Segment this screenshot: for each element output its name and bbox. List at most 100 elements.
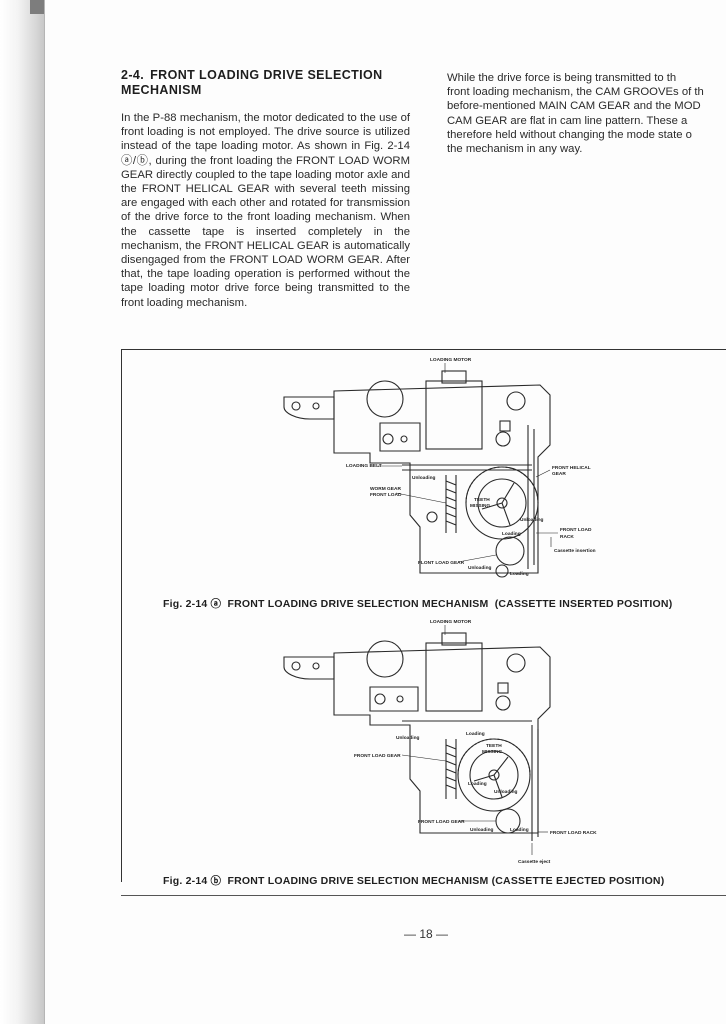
section-title-line2: MECHANISM xyxy=(121,83,202,97)
motor-mount xyxy=(369,686,419,712)
front-helical-gear-hub xyxy=(488,769,500,781)
front-helical-gear-inner xyxy=(469,750,519,800)
motor-pulley xyxy=(506,391,526,411)
label-front-load-rack: FRONT LOAD RACK xyxy=(550,830,597,836)
label-teeth: TEETH xyxy=(474,497,490,503)
gear-spoke xyxy=(481,482,515,526)
body-right-line: While the drive force is being transmitt… xyxy=(447,72,677,84)
figure-b-diagram: LOADING MOTOR Unloading Loading TEETH MI… xyxy=(283,619,597,865)
scan-left-edge xyxy=(0,0,44,1024)
label-unloading-top: Unloading xyxy=(412,475,436,481)
page-number: — 18 — xyxy=(404,927,449,941)
figure-frame xyxy=(121,349,726,882)
figure-bottom-rule xyxy=(121,895,726,896)
pulley xyxy=(366,380,404,418)
left-bracket xyxy=(283,396,335,420)
gear-spoke xyxy=(473,756,509,798)
label-front-load-gear-left: FRONT LOAD GEAR xyxy=(354,753,401,759)
body-right-line: the mechanism in any way. xyxy=(447,143,583,156)
label-front-helical-gear-2: GEAR xyxy=(552,471,566,477)
gear-teeth xyxy=(465,466,539,504)
manual-page xyxy=(44,0,726,1024)
leader xyxy=(395,492,447,504)
label-loading-mid: Loading xyxy=(468,781,487,787)
label-missing: MISSING xyxy=(482,749,503,755)
left-bracket xyxy=(283,656,335,680)
pulley xyxy=(366,640,404,678)
worm-gear xyxy=(445,739,457,799)
figure-a-position: (CASSETTE INSERTED POSITION) xyxy=(494,598,673,610)
idler xyxy=(495,695,511,711)
body-right-line: CAM GEAR are flat in cam line pattern. T… xyxy=(447,114,688,127)
label-rack: RACK xyxy=(560,534,574,540)
label-front-helical-gear: FRONT HELICAL xyxy=(552,465,591,471)
label-front-load-rack: FRONT LOAD xyxy=(560,527,592,533)
mount-hole xyxy=(291,401,301,411)
label-front-load: FRONT LOAD xyxy=(370,492,402,498)
label-unloading-top: Unloading xyxy=(396,735,420,741)
label-front-load-gear-bottom: FRONT LOAD GEAR xyxy=(418,819,465,825)
sensor xyxy=(497,682,509,694)
front-helical-gear-hub xyxy=(496,497,508,509)
body-text-left: In the P-88 mechanism, the motor dedicat… xyxy=(121,112,410,309)
body-right-line: before-mentioned MAIN CAM GEAR and the M… xyxy=(447,100,701,113)
section-heading: 2-4. FRONT LOADING DRIVE SELECTION MECHAN… xyxy=(121,68,421,98)
screw-hole xyxy=(400,435,408,443)
rack xyxy=(531,725,539,841)
motor-cap xyxy=(441,370,467,384)
figure-b-title: FRONT LOADING DRIVE SELECTION MECHANISM xyxy=(227,875,489,887)
figure-a-title: FRONT LOADING DRIVE SELECTION MECHANISM xyxy=(227,598,489,610)
section-title-line1: FRONT LOADING DRIVE SELECTION xyxy=(150,68,383,82)
motor-body xyxy=(425,380,483,450)
motor-body xyxy=(425,642,483,712)
section-number: 2-4. xyxy=(121,68,145,82)
leader xyxy=(535,469,551,478)
small-gear xyxy=(495,564,509,578)
label-unloading-bottom: Unloading xyxy=(470,827,494,833)
worm-gear xyxy=(445,475,457,533)
label-loading-motor: LOADING MOTOR xyxy=(430,357,472,363)
chassis-outline xyxy=(333,384,551,574)
screw-hole xyxy=(382,433,394,445)
label-front-load-gear: FLONT LOAD GEAR xyxy=(418,560,465,566)
label-loading-bottom: Loading xyxy=(510,827,529,833)
mount-hole xyxy=(291,661,301,671)
body-right-line: therefore held without changing the mode… xyxy=(447,128,692,141)
mount-hole xyxy=(312,402,320,410)
rack xyxy=(527,425,535,569)
label-cassette-eject: Cassette eject xyxy=(518,859,551,865)
gear-teeth xyxy=(457,738,531,776)
label-loading-top: Loading xyxy=(466,731,485,737)
label-cassette-insertion: Cassette insertion xyxy=(554,548,596,554)
mount-hole xyxy=(312,662,320,670)
label-unloading-right: Unloading xyxy=(520,517,544,523)
label-worm-gear: WORM GEAR xyxy=(370,486,401,492)
label-loading-belt: LOADING BELT xyxy=(346,463,382,469)
screw-hole xyxy=(396,695,404,703)
chassis-outline xyxy=(333,646,551,834)
motor-cap xyxy=(441,632,467,646)
label-loading-motor: LOADING MOTOR xyxy=(430,619,472,625)
leader xyxy=(457,554,497,563)
figure-a-number: Fig. 2-14 ⓐ xyxy=(163,598,222,610)
label-loading-mid: Loading xyxy=(502,531,521,537)
idler xyxy=(495,431,511,447)
figure-b-number: Fig. 2-14 ⓑ xyxy=(163,875,222,887)
body-right-line: front loading mechanism, the CAM GROOVEs… xyxy=(447,86,704,99)
screw-hole xyxy=(374,693,386,705)
leader xyxy=(401,754,447,762)
label-missing: MISSING xyxy=(470,503,491,509)
figure-b-caption: Fig. 2-14 ⓑ FRONT LOADING DRIVE SELECTIO… xyxy=(163,873,664,888)
body-text-right: While the drive force is being transmitt… xyxy=(447,71,726,161)
sensor xyxy=(499,420,511,432)
label-teeth: TEETH xyxy=(486,743,502,749)
front-helical-gear-inner xyxy=(477,478,527,528)
motor-mount xyxy=(379,422,421,452)
motor-pulley xyxy=(506,653,526,673)
figure-a-diagram: LOADING MOTOR LOADING BELT Unloading FRO… xyxy=(283,357,596,578)
hole xyxy=(426,511,438,523)
front-load-gear xyxy=(495,536,525,566)
label-unloading-mid: Unloading xyxy=(494,789,518,795)
label-loading-bottom: Loading xyxy=(510,571,529,577)
label-unloading-bottom: Unloading xyxy=(468,565,492,571)
